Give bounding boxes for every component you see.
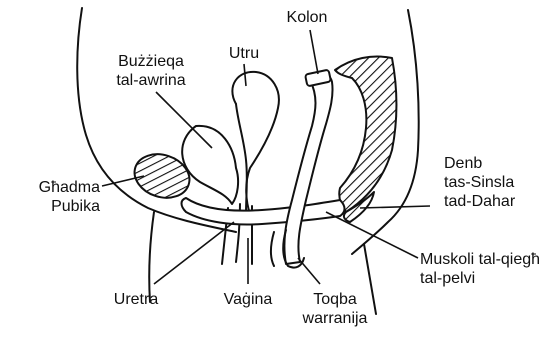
leader-denb	[360, 206, 430, 208]
label-denb-sinsla: Denb tas-Sinsla tad-Dahar	[444, 154, 554, 211]
thigh-outline-left	[149, 212, 154, 302]
bladder	[182, 126, 238, 204]
leader-uretra	[154, 222, 234, 284]
label-ghadma-pubika: Għadma Pubika	[4, 178, 100, 216]
sacrum	[335, 57, 397, 213]
label-uretra: Uretra	[106, 290, 166, 309]
pelvic-floor-band	[182, 198, 345, 225]
uterus	[232, 72, 279, 214]
leader-toqba	[298, 258, 320, 284]
leader-utru	[244, 64, 246, 86]
label-buzzieqa: Bużżieqa tal-awrina	[95, 52, 207, 90]
label-toqba-warranija: Toqba warranija	[292, 290, 378, 328]
leader-kolon	[310, 30, 318, 74]
leader-muskoli	[326, 212, 418, 258]
body-outline-front	[77, 8, 236, 232]
label-utru: Utru	[222, 44, 266, 63]
label-kolon: Kolon	[283, 8, 331, 27]
colon	[284, 74, 332, 264]
label-muskoli: Muskoli tal-qiegħ tal-pelvi	[420, 250, 556, 288]
label-vagina: Vaġina	[218, 290, 278, 309]
